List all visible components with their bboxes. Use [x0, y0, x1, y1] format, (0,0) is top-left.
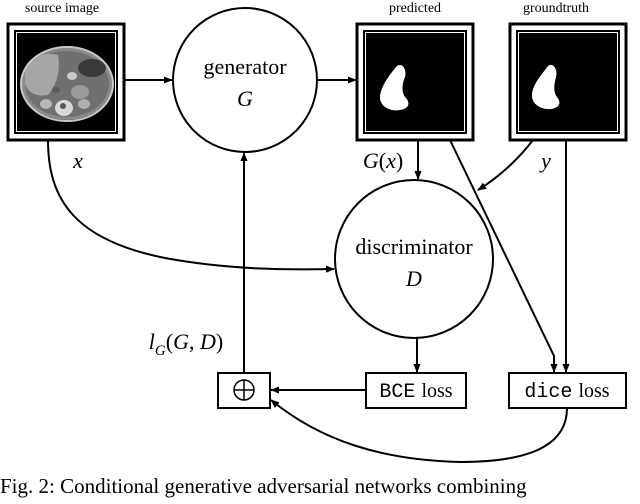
- arrow-groundtruth-to-discriminator: [477, 139, 534, 191]
- dice-word: loss: [578, 380, 609, 402]
- groundtruth-mask-image: [508, 22, 628, 142]
- arrow-dice-to-sum: [270, 399, 568, 464]
- source-image-label: source image: [25, 1, 99, 16]
- discriminator-node: discriminator D: [334, 179, 494, 339]
- g-of-x-label: G(x): [363, 148, 403, 173]
- arrow-source-to-discriminator: [47, 139, 335, 273]
- arrow-predicted-to-dice: [449, 139, 558, 373]
- y-label: y: [539, 148, 551, 173]
- generator-symbol: G: [237, 86, 253, 111]
- groundtruth-label: groundtruth: [523, 1, 589, 16]
- dice-mono: dice: [524, 381, 572, 404]
- x-label: x: [72, 148, 83, 173]
- dice-loss-box: dice loss: [508, 372, 627, 409]
- generator-title: generator: [203, 54, 287, 79]
- connections: [47, 76, 570, 464]
- discriminator-title: discriminator: [355, 234, 473, 259]
- generator-node: generator G: [172, 7, 318, 153]
- discriminator-symbol: D: [405, 266, 422, 291]
- sum-node: [217, 372, 271, 409]
- source-image: [6, 22, 126, 142]
- dice-loss-label: dice loss: [524, 380, 609, 404]
- bce-loss-box: BCE loss: [365, 372, 467, 409]
- generator-loss-label: lG(G, D): [149, 329, 223, 359]
- predicted-label: predicted: [389, 1, 441, 16]
- figure-caption: Fig. 2: Conditional generative adversari…: [0, 474, 527, 498]
- bce-mono: BCE: [379, 381, 415, 404]
- predicted-mask-image: [355, 22, 475, 142]
- bce-word: loss: [421, 380, 452, 402]
- bce-loss-label: BCE loss: [379, 380, 452, 404]
